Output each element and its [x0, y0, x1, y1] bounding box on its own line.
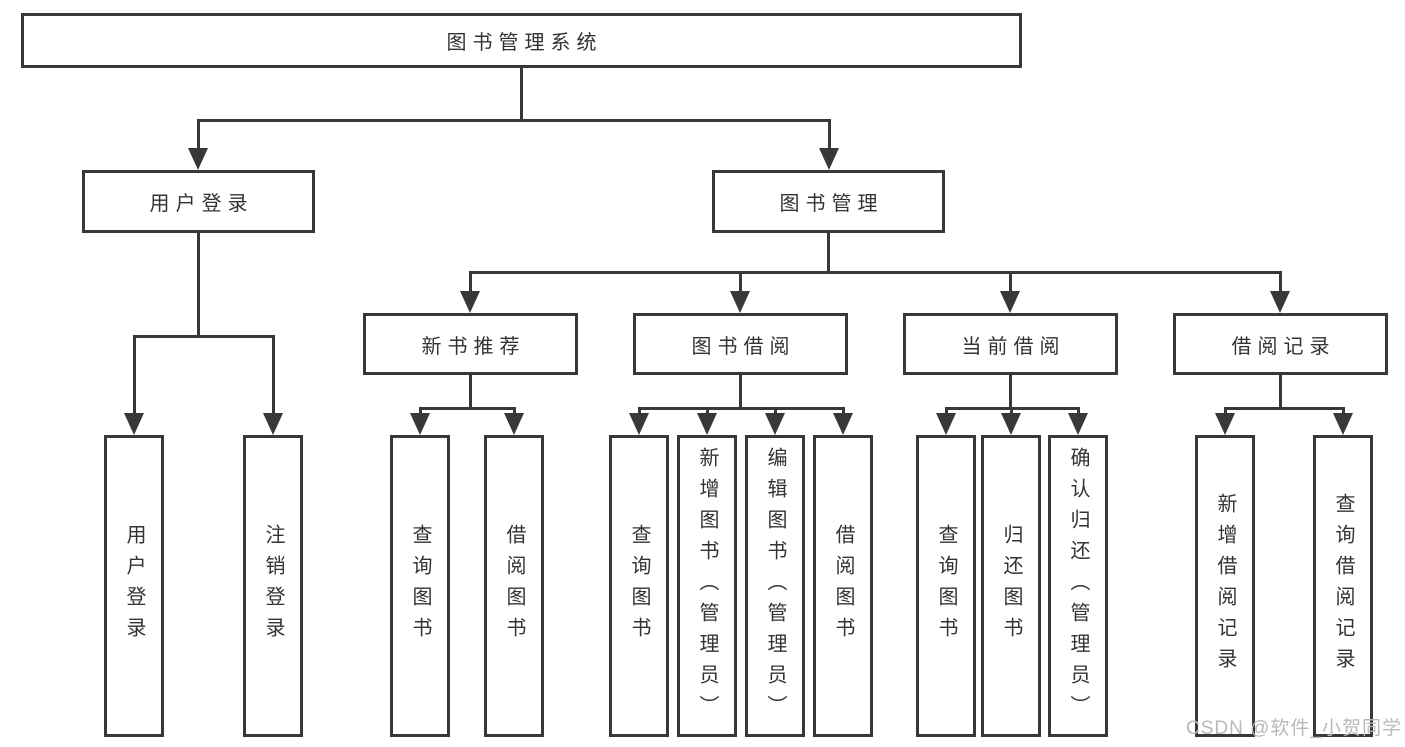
connector-vline — [1279, 375, 1282, 409]
leaf-query-books-recommend: 查询图书 — [390, 435, 450, 737]
connector-vline — [842, 407, 845, 415]
arrowhead-down — [936, 413, 956, 435]
arrowhead-down — [1068, 413, 1088, 435]
connector-vline — [133, 335, 136, 415]
connector-hline — [419, 407, 516, 410]
connector-hline — [1224, 407, 1345, 410]
arrowhead-down — [1001, 413, 1021, 435]
connector-vline — [945, 407, 948, 415]
connector-vline — [828, 119, 831, 151]
arrowhead-down — [1215, 413, 1235, 435]
connector-vline — [1077, 407, 1080, 415]
arrowhead-down — [188, 148, 208, 170]
connector-hline — [133, 335, 275, 338]
arrowhead-down — [1270, 291, 1290, 313]
leaf-add-borrow-record: 新增借阅记录 — [1195, 435, 1255, 737]
watermark: CSDN @软件_小贺同学 — [1186, 718, 1402, 739]
arrowhead-down — [460, 291, 480, 313]
connector-vline — [1342, 407, 1345, 415]
connector-vline — [1009, 375, 1012, 409]
leaf-query-borrow-record: 查询借阅记录 — [1313, 435, 1373, 737]
leaf-logout-login: 注销登录 — [243, 435, 303, 737]
leaf-confirm-return-admin: 确认归还（管理员） — [1048, 435, 1108, 737]
connector-vline — [1009, 271, 1012, 293]
arrowhead-down — [263, 413, 283, 435]
node-library-system: 图书管理系统 — [21, 13, 1022, 68]
node-borrowing-records: 借阅记录 — [1173, 313, 1388, 375]
connector-vline — [739, 375, 742, 409]
connector-vline — [706, 407, 709, 415]
connector-vline — [419, 407, 422, 415]
arrowhead-down — [697, 413, 717, 435]
leaf-edit-books-admin: 编辑图书（管理员） — [745, 435, 805, 737]
connector-vline — [513, 407, 516, 415]
connector-vline — [739, 271, 742, 293]
connector-vline — [1224, 407, 1227, 415]
node-book-management: 图书管理 — [712, 170, 945, 233]
arrowhead-down — [730, 291, 750, 313]
leaf-user-login: 用户登录 — [104, 435, 164, 737]
leaf-borrow-books-recommend: 借阅图书 — [484, 435, 544, 737]
leaf-return-books: 归还图书 — [981, 435, 1041, 737]
connector-vline — [469, 375, 472, 409]
connector-hline — [638, 407, 845, 410]
leaf-query-books-borrowing: 查询图书 — [609, 435, 669, 737]
connector-hline — [469, 271, 1282, 274]
arrowhead-down — [504, 413, 524, 435]
connector-vline — [520, 68, 523, 121]
connector-vline — [469, 271, 472, 293]
connector-vline — [827, 233, 830, 273]
arrowhead-down — [629, 413, 649, 435]
node-user-login: 用户登录 — [82, 170, 315, 233]
connector-vline — [1279, 271, 1282, 293]
leaf-query-books-current: 查询图书 — [916, 435, 976, 737]
connector-vline — [197, 119, 200, 151]
node-book-borrowing: 图书借阅 — [633, 313, 848, 375]
arrowhead-down — [1000, 291, 1020, 313]
arrowhead-down — [124, 413, 144, 435]
connector-vline — [638, 407, 641, 415]
arrowhead-down — [1333, 413, 1353, 435]
connector-vline — [1010, 407, 1013, 415]
leaf-add-books-admin: 新增图书（管理员） — [677, 435, 737, 737]
arrowhead-down — [819, 148, 839, 170]
connector-vline — [774, 407, 777, 415]
leaf-borrow-books: 借阅图书 — [813, 435, 873, 737]
connector-vline — [272, 335, 275, 415]
node-current-borrowing: 当前借阅 — [903, 313, 1118, 375]
node-new-book-recommendation: 新书推荐 — [363, 313, 578, 375]
arrowhead-down — [765, 413, 785, 435]
arrowhead-down — [833, 413, 853, 435]
connector-vline — [197, 233, 200, 337]
connector-hline — [197, 119, 831, 122]
arrowhead-down — [410, 413, 430, 435]
